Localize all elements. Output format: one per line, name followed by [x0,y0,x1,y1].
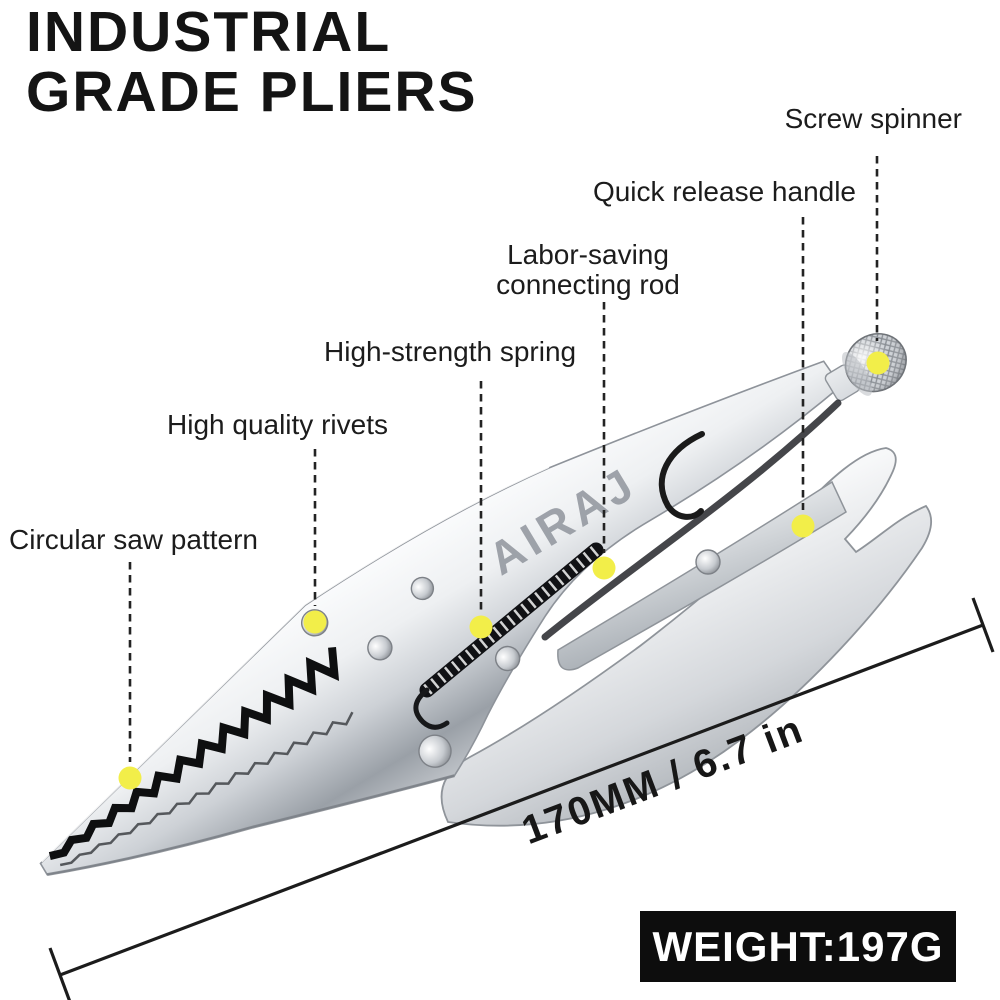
spring-hook-wire [413,687,450,730]
knob-face [841,352,873,396]
callout-label-spring: High-strength spring [324,336,577,367]
title-line1: INDUSTRIAL [26,0,392,64]
jaw-underside-shade [46,774,455,877]
spring-coils [423,545,600,695]
lever-rivet [695,549,721,575]
callout-lines [128,156,879,762]
weight-badge: WEIGHT:197G [640,911,956,982]
marker-saw-pattern [118,766,142,790]
rivet [494,645,521,672]
marker-spring [469,615,493,639]
rivet [367,635,393,661]
fine-teeth [59,711,354,867]
dimension-tick-right [971,597,995,653]
marker-screw-spinner [866,351,890,375]
screw-spinner-knob [824,333,907,402]
callout-label-saw-pattern: Circular saw pattern [9,524,258,555]
release-lever [557,480,847,671]
marker-rivets [303,610,327,634]
dimension-tick-left [48,947,71,1000]
top-edge-highlight [40,466,550,863]
handle-gap-shadow [541,399,842,641]
weight-badge-text: WEIGHT:197G [652,922,944,970]
marker-dots [118,351,890,790]
callout-label-connecting-rod: Labor-saving connecting rod [496,239,680,300]
marker-connecting-rod [592,556,616,580]
lower-handle [440,447,932,827]
title-line2: GRADE PLIERS [26,60,478,124]
saw-teeth [48,647,340,860]
callout-label-screw-spinner: Screw spinner [784,103,962,134]
dimension-line [48,597,995,1000]
marker-quick-release [791,514,815,538]
lock-hook [658,431,705,520]
callout-label-quick-release: Quick release handle [592,176,856,207]
rivet [410,576,435,601]
pivot-rivet [418,734,452,768]
callout-label-rivets: High quality rivets [167,409,388,440]
